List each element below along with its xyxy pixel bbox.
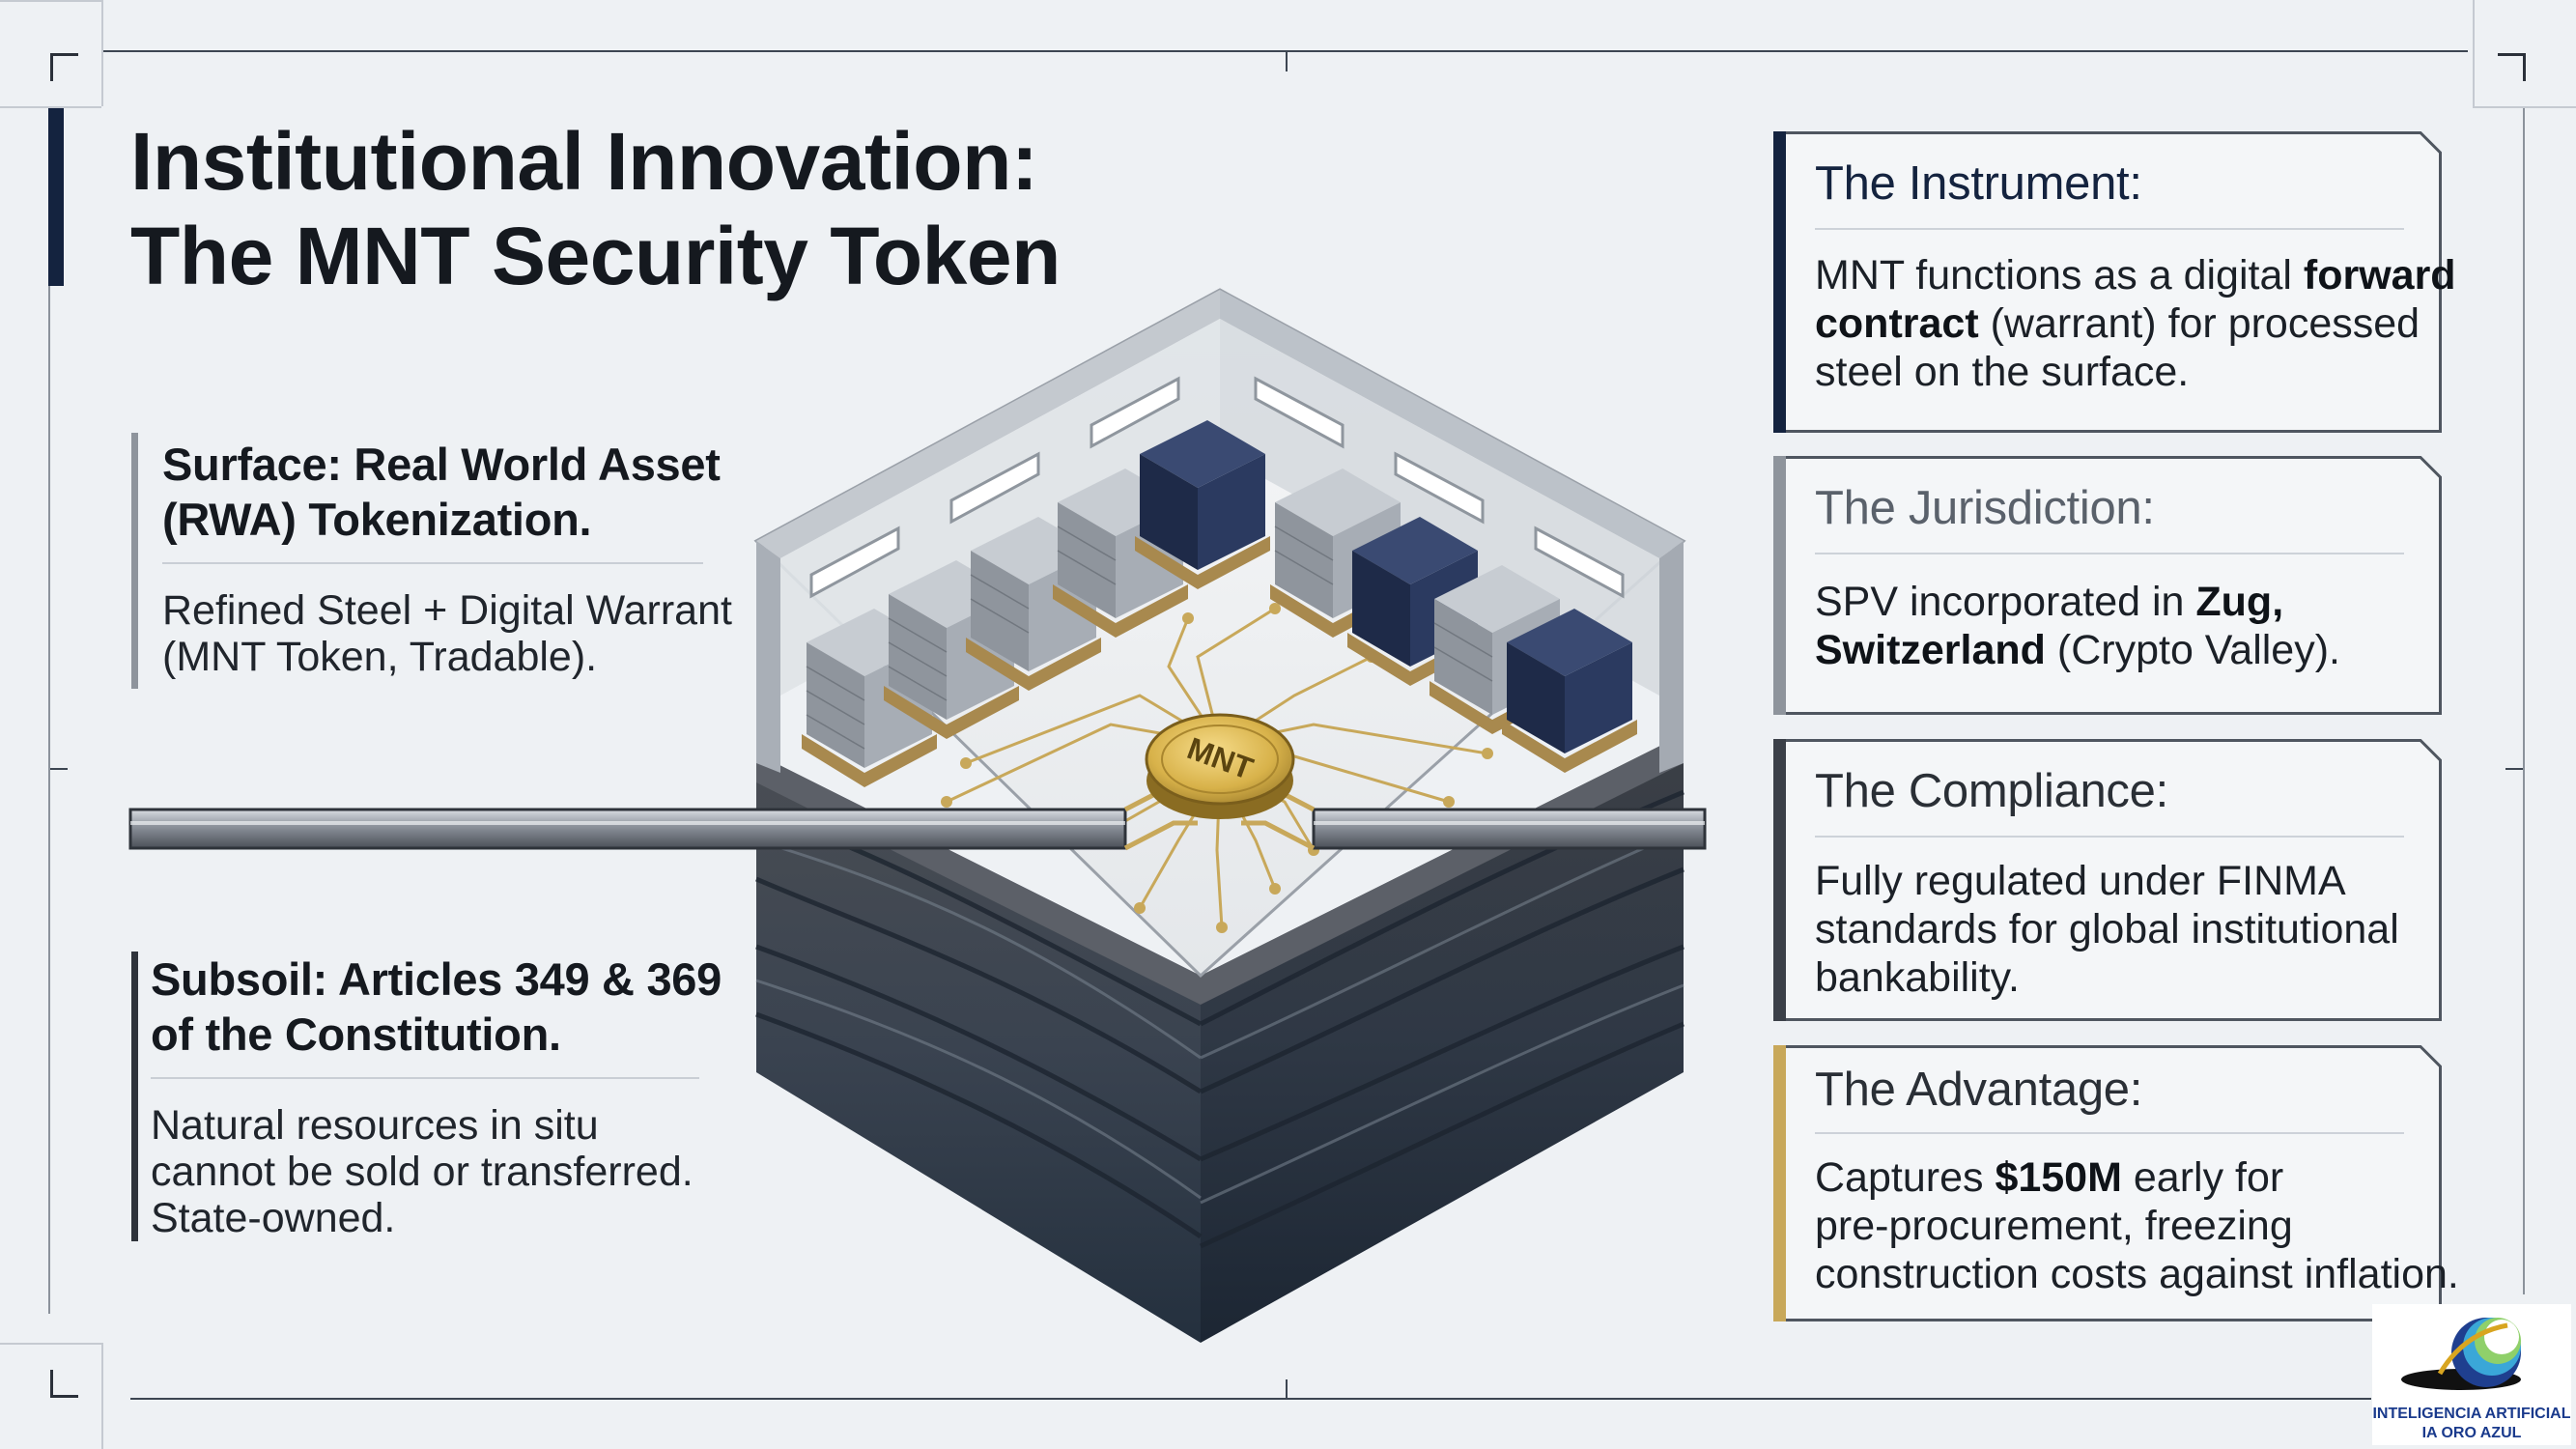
title-line-1: Institutional Innovation: <box>130 116 1038 207</box>
logo-text-line-1: INTELIGENCIA ARTIFICIAL <box>2372 1406 2571 1422</box>
card-jurisdiction-accent <box>1773 456 1786 715</box>
frame-top-line <box>101 50 2468 52</box>
surface-boundary-rail <box>128 781 1707 851</box>
surface-body: Refined Steel + Digital Warrant (MNT Tok… <box>162 587 732 680</box>
title-line-2: The MNT Security Token <box>130 211 1061 301</box>
frame-box-top-right-v <box>2473 0 2475 106</box>
frame-box-top-right-h <box>2473 106 2576 108</box>
surface-heading: Surface: Real World Asset (RWA) Tokeniza… <box>162 437 721 547</box>
compliance-text-1: Fully regulated under FINMA <box>1815 858 2346 904</box>
card-instrument-heading: The Instrument: <box>1815 157 2142 210</box>
card-instrument-body: MNT functions as a digital forward contr… <box>1815 251 2456 396</box>
steel-stacks <box>802 420 1637 787</box>
subsoil-body-line-3: State-owned. <box>151 1195 396 1241</box>
subsoil-layers <box>755 734 1684 1343</box>
card-advantage-body: Captures $150M early for pre-procurement… <box>1815 1153 2459 1298</box>
advantage-text-3: construction costs against inflation. <box>1815 1251 2459 1297</box>
advantage-text-2: pre-procurement, freezing <box>1815 1203 2293 1249</box>
surface-heading-line-2: (RWA) Tokenization. <box>162 494 592 545</box>
compliance-text-3: bankability. <box>1815 954 2020 1001</box>
card-jurisdiction-divider <box>1815 553 2404 554</box>
logo-text-line-2: IA ORO AZUL <box>2421 1425 2522 1441</box>
surface-block: Surface: Real World Asset (RWA) Tokeniza… <box>131 433 750 689</box>
card-compliance-heading: The Compliance: <box>1815 765 2168 817</box>
frame-box-bottom-left-v <box>101 1343 103 1449</box>
corner-mark-top-right <box>2498 53 2526 81</box>
logo-mark-icon <box>2401 1318 2521 1390</box>
jurisdiction-bold-1: Zug, <box>2195 579 2284 625</box>
advantage-text-1b: early for <box>2121 1154 2284 1201</box>
frame-box-top-left-v <box>101 0 103 106</box>
advantage-text-1a: Captures <box>1815 1154 1996 1201</box>
card-advantage: The Advantage: Captures $150M early for … <box>1773 1045 2459 1321</box>
jurisdiction-text-2: (Crypto Valley). <box>2045 627 2340 673</box>
frame-box-top-left-h <box>0 106 101 108</box>
subsoil-divider <box>151 1077 699 1079</box>
instrument-text-3: steel on the surface. <box>1815 349 2190 395</box>
advantage-bold-1: $150M <box>1995 1154 2122 1201</box>
subsoil-body: Natural resources in situ cannot be sold… <box>151 1102 694 1241</box>
frame-box-top-left <box>0 0 101 2</box>
corner-mark-bottom-left <box>50 1370 78 1398</box>
surface-body-line-1: Refined Steel + Digital Warrant <box>162 587 732 634</box>
subsoil-heading-line-2: of the Constitution. <box>151 1009 561 1060</box>
subsoil-body-line-2: cannot be sold or transferred. <box>151 1149 694 1195</box>
card-instrument-accent <box>1773 131 1786 433</box>
tick-left-mid <box>50 768 68 770</box>
compliance-text-2: standards for global institutional <box>1815 906 2399 952</box>
subsoil-block: Subsoil: Articles 349 & 369 of the Const… <box>131 952 750 1241</box>
frame-right-line <box>2523 106 2525 1294</box>
card-compliance-body: Fully regulated under FINMA standards fo… <box>1815 857 2399 1002</box>
card-instrument-divider <box>1815 228 2404 230</box>
card-compliance: The Compliance: Fully regulated under FI… <box>1773 739 2442 1021</box>
surface-accent-bar <box>131 433 138 689</box>
tick-top-mid <box>1286 52 1288 71</box>
ia-oro-azul-logo: INTELIGENCIA ARTIFICIAL IA ORO AZUL <box>2372 1304 2571 1445</box>
jurisdiction-text-1: SPV incorporated in <box>1815 579 2196 625</box>
tick-bottom-mid <box>1286 1379 1288 1399</box>
card-advantage-heading: The Advantage: <box>1815 1064 2143 1116</box>
card-jurisdiction-heading: The Jurisdiction: <box>1815 482 2155 534</box>
card-instrument: The Instrument: MNT functions as a digit… <box>1773 131 2456 433</box>
card-jurisdiction-body: SPV incorporated in Zug, Switzerland (Cr… <box>1815 578 2340 674</box>
tick-right-mid <box>2505 768 2523 770</box>
instrument-text-1: MNT functions as a digital <box>1815 252 2304 298</box>
surface-divider <box>162 562 703 564</box>
page-title: Institutional Innovation: The MNT Securi… <box>130 114 1061 303</box>
instrument-bold-2: contract <box>1815 300 1979 347</box>
card-advantage-divider <box>1815 1132 2404 1134</box>
card-advantage-accent <box>1773 1045 1786 1321</box>
subsoil-accent-bar <box>131 952 138 1241</box>
instrument-bold-1: forward <box>2303 252 2456 298</box>
title-accent-bar <box>48 108 64 286</box>
frame-left-line <box>48 106 50 1314</box>
subsoil-body-line-1: Natural resources in situ <box>151 1102 599 1149</box>
surface-body-line-2: (MNT Token, Tradable). <box>162 634 598 680</box>
surface-heading-line-1: Surface: Real World Asset <box>162 439 721 490</box>
frame-box-bottom-left-h <box>0 1343 101 1345</box>
frame-bottom-line <box>130 1398 2371 1400</box>
corner-mark-top-left <box>50 53 78 81</box>
card-jurisdiction: The Jurisdiction: SPV incorporated in Zu… <box>1773 456 2442 715</box>
card-compliance-divider <box>1815 836 2404 838</box>
card-compliance-accent <box>1773 739 1786 1021</box>
subsoil-heading-line-1: Subsoil: Articles 349 & 369 <box>151 953 722 1005</box>
instrument-text-2: (warrant) for processed <box>1978 300 2420 347</box>
mnt-coin <box>1145 713 1295 819</box>
subsoil-heading: Subsoil: Articles 349 & 369 of the Const… <box>151 952 722 1062</box>
jurisdiction-bold-2: Switzerland <box>1815 627 2046 673</box>
